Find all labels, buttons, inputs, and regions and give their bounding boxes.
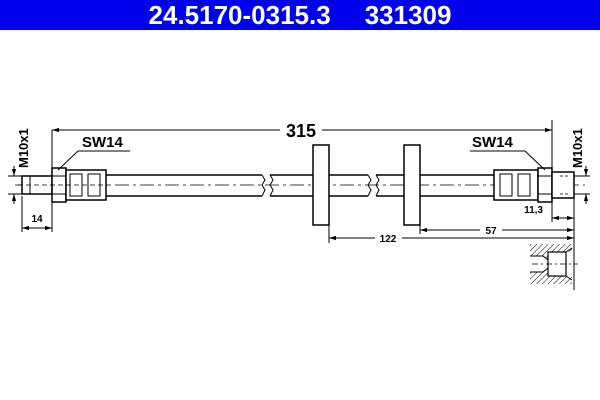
right-wrench-label: SW14 [472, 134, 514, 151]
overall-length-label: 315 [286, 121, 316, 141]
bracket1-dimension: 122 [328, 225, 574, 245]
right-fitting [493, 167, 575, 203]
right-wrench-callout: SW14 [470, 134, 546, 171]
left-wrench-callout: SW14 [57, 134, 130, 171]
left-fitting [18, 167, 108, 203]
port-section-detail [530, 244, 578, 284]
left-fitting-length-dimension: 14 [21, 196, 53, 232]
overall-length-dimension: 315 [51, 120, 553, 168]
bracket1-dimension-label: 122 [380, 234, 397, 245]
reference-number: 331309 [364, 0, 452, 30]
bracket-2 [403, 144, 421, 226]
left-fitting-length-label: 14 [31, 214, 43, 225]
bracket-1 [312, 144, 330, 226]
right-fitting-length-dimension: 11,3 [524, 198, 575, 290]
left-wrench-label: SW14 [82, 134, 124, 151]
right-thread-label: M10x1 [570, 128, 585, 168]
title-bar: 24.5170-0315.3 331309 [0, 0, 600, 30]
right-fitting-length-label: 11,3 [524, 205, 543, 216]
left-thread-label: M10x1 [16, 128, 31, 168]
bracket2-dimension-label: 57 [485, 226, 497, 237]
bracket2-dimension: 57 [419, 225, 574, 237]
right-thread-dimension: M10x1 [570, 128, 590, 204]
part-number: 24.5170-0315.3 [148, 0, 331, 30]
left-thread-dimension: M10x1 [8, 128, 31, 204]
